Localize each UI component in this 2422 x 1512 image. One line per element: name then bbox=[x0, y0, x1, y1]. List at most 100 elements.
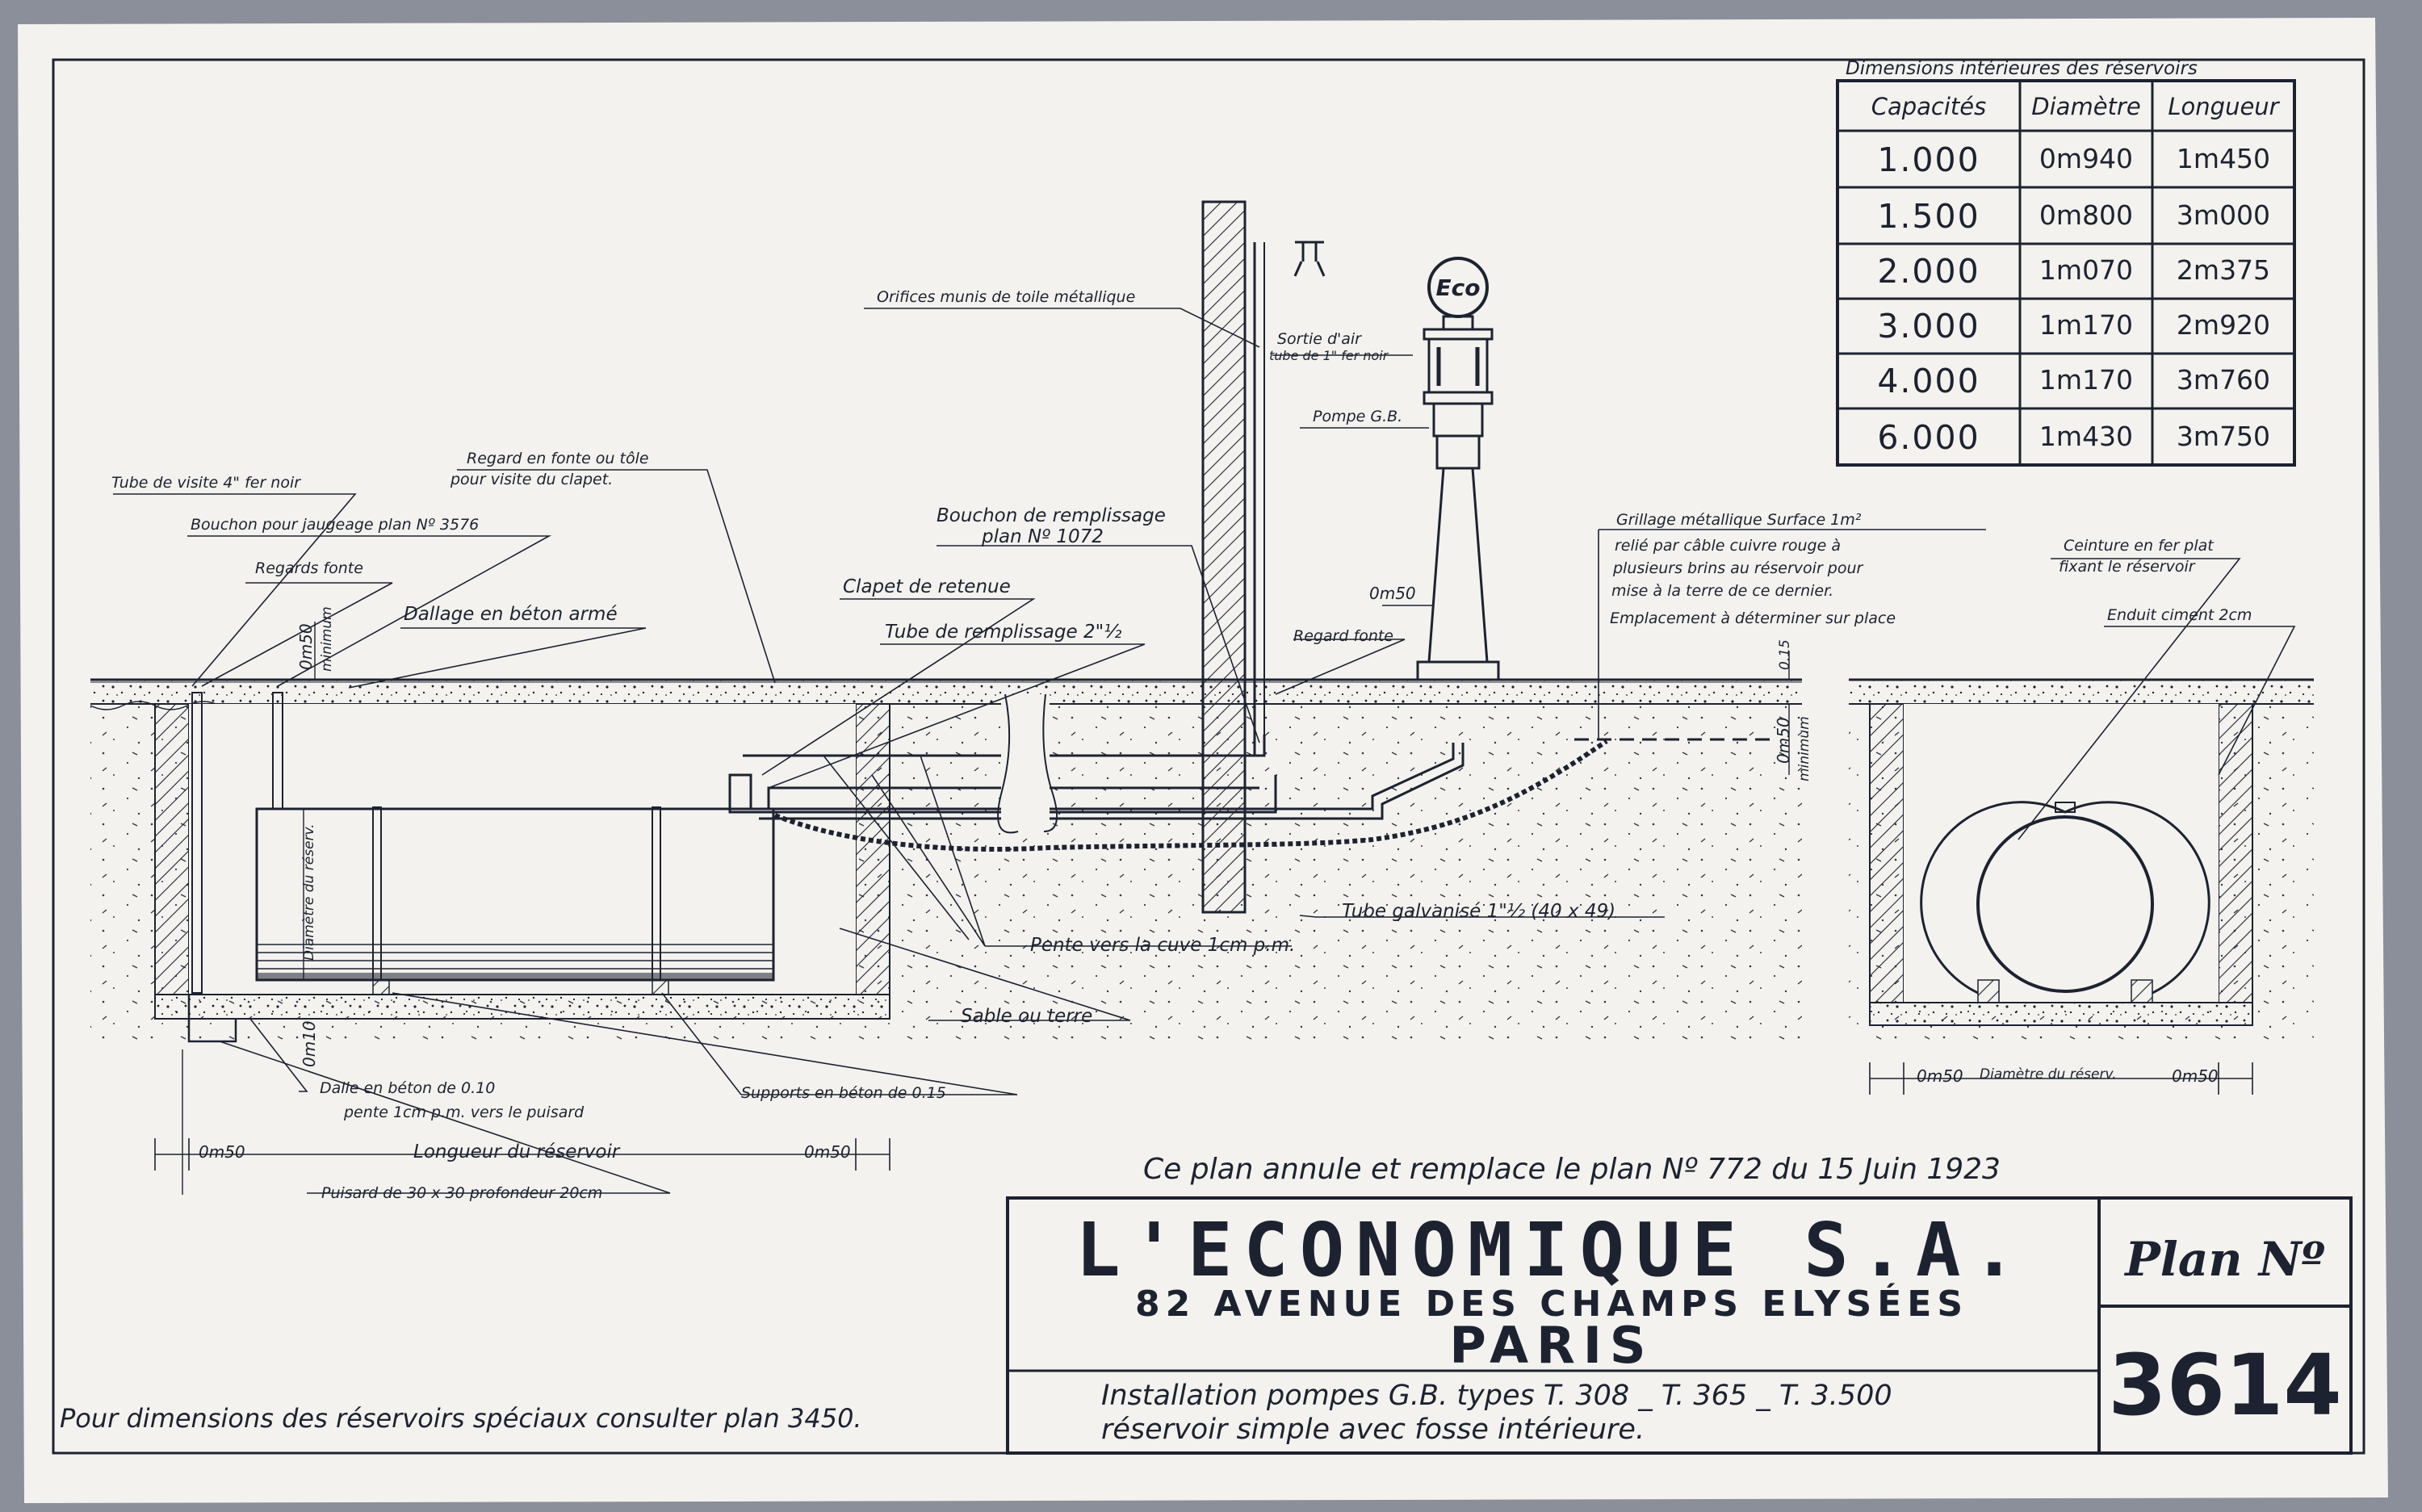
label-grillage-5: Emplacement à déterminer sur place bbox=[1610, 609, 1896, 627]
label-supports: Supports en béton de 0.15 bbox=[741, 1084, 946, 1102]
label-regard-tole-2: pour visite du clapet. bbox=[450, 471, 613, 488]
gb-pump: Eco bbox=[1416, 257, 1500, 681]
label-grillage-3: plusieurs brins au réservoir pour bbox=[1612, 559, 1864, 577]
cross-wall-right bbox=[2218, 703, 2253, 1003]
reservoir-dimensions-table: Dimensions intérieures des réservoirs Ca… bbox=[1836, 58, 2296, 467]
dim-050-pump: 0m50 bbox=[1369, 584, 1416, 603]
table-cell-longueur: 2m375 bbox=[2177, 254, 2270, 286]
installation-desc-1: Installation pompes G.B. types T. 308 _ … bbox=[1101, 1380, 1892, 1412]
air-vent-cap bbox=[1293, 241, 1326, 277]
footnote: Pour dimensions des réservoirs spéciaux … bbox=[60, 1403, 862, 1434]
table-cell-capacite: 6.000 bbox=[1877, 418, 1980, 457]
table-cell-diametre: 0m940 bbox=[2039, 143, 2133, 174]
pit-wall-left bbox=[154, 703, 190, 995]
plan-label: Plan Nº bbox=[2123, 1232, 2325, 1287]
label-longueur: Longueur du réservoir bbox=[413, 1141, 621, 1162]
table-cell-longueur: 1m450 bbox=[2177, 143, 2270, 174]
label-ceinture-2: fixant le réservoir bbox=[2059, 558, 2196, 576]
cross-wall-left bbox=[1869, 703, 1904, 1003]
table-header-longueur: Longueur bbox=[2168, 93, 2280, 120]
label-bouchon-remplissage-1: Bouchon de remplissage bbox=[937, 505, 1166, 526]
label-regard-tole-1: Regard en fonte ou tôle bbox=[467, 450, 649, 467]
cross-support bbox=[2131, 979, 2153, 1003]
table-row: 2.000 1m070 2m375 bbox=[1877, 252, 2270, 291]
label-regard-fonte: Regard fonte bbox=[1293, 627, 1393, 645]
tank-support bbox=[652, 979, 669, 995]
table-cell-diametre: 1m070 bbox=[2039, 254, 2133, 286]
eco-logo: Eco bbox=[1436, 274, 1481, 301]
cross-tank bbox=[1976, 815, 2154, 993]
installation-desc-2: réservoir simple avec fosse intérieure. bbox=[1101, 1414, 1645, 1446]
label-puisard: Puisard de 30 x 30 profondeur 20cm bbox=[321, 1184, 602, 1202]
label-grillage-1: Grillage métallique Surface 1m² bbox=[1616, 511, 1862, 529]
table-cell-diametre: 1m170 bbox=[2039, 364, 2133, 396]
table-header-diametre: Diamètre bbox=[2031, 93, 2140, 120]
table-cell-capacite: 1.500 bbox=[1877, 197, 1980, 236]
title-block: L'ECONOMIQUE S.A. 82 AVENUE DES CHAMPS E… bbox=[1006, 1196, 2353, 1455]
longitudinal-section: Eco bbox=[90, 200, 1986, 1195]
fill-pipe bbox=[728, 773, 1277, 814]
table-cell-longueur: 2m920 bbox=[2177, 309, 2270, 341]
table-cell-capacite: 1.000 bbox=[1877, 140, 1980, 179]
dim-050-top: 0m50 bbox=[296, 623, 316, 670]
label-tube-galvanise: Tube galvanisé 1"½ (40 x 49) bbox=[1342, 901, 1615, 922]
label-pente: Pente vers la cuve 1cm p.m. bbox=[1030, 935, 1295, 956]
dim-010: 0m10 bbox=[300, 1020, 319, 1067]
dim-050-cross-left: 0m50 bbox=[1917, 1066, 1963, 1086]
dim-minimum-depth: minimum bbox=[1796, 716, 1812, 781]
dim-050-left: 0m50 bbox=[199, 1142, 245, 1162]
company-city: PARIS bbox=[1449, 1316, 1653, 1375]
label-tube-visite: Tube de visite 4" fer noir bbox=[111, 474, 301, 492]
table-cell-longueur: 3m000 bbox=[2177, 199, 2270, 231]
label-sortie-air-2: tube de 1" fer noir bbox=[1269, 348, 1389, 363]
company-name: L'ECONOMIQUE S.A. bbox=[1075, 1207, 2028, 1293]
label-regards-fonte: Regards fonte bbox=[255, 559, 363, 577]
cross-section bbox=[1849, 558, 2314, 1095]
label-diametre-reserv-h: Diamètre du réserv. bbox=[1980, 1066, 2117, 1083]
label-sortie-air-1: Sortie d'air bbox=[1277, 330, 1362, 348]
table-cell-capacite: 2.000 bbox=[1877, 252, 1980, 291]
label-dalle-2: pente 1cm p.m. vers le puisard bbox=[343, 1104, 585, 1121]
label-bouchon-jaugeage: Bouchon pour jaugeage plan Nº 3576 bbox=[191, 516, 479, 534]
table-row: 1.000 0m940 1m450 bbox=[1877, 140, 2270, 179]
label-dalle-1: Dalle en béton de 0.10 bbox=[320, 1079, 495, 1097]
cross-support bbox=[1977, 979, 2000, 1003]
table-cell-diametre: 1m170 bbox=[2039, 309, 2133, 341]
dim-050-cross-right: 0m50 bbox=[2172, 1066, 2219, 1086]
tank-support bbox=[372, 979, 390, 995]
concrete-slab bbox=[90, 680, 1802, 704]
pit-interior bbox=[189, 704, 856, 995]
table-cell-capacite: 4.000 bbox=[1877, 362, 1980, 400]
table-row: 6.000 1m430 3m750 bbox=[1877, 418, 2270, 457]
label-dallage: Dallage en béton armé bbox=[404, 604, 618, 625]
label-diametre-reserv-v: Diamètre du réserv. bbox=[301, 823, 317, 961]
gauge-tube bbox=[272, 692, 283, 810]
sump bbox=[187, 995, 237, 1043]
table-cell-longueur: 3m750 bbox=[2177, 421, 2270, 452]
table-row: 1.500 0m800 3m000 bbox=[1877, 197, 2270, 236]
pit-floor-slab bbox=[154, 994, 890, 1020]
dim-050-depth: 0m50 bbox=[1774, 717, 1793, 764]
visit-tube bbox=[191, 692, 203, 994]
label-tube-remplissage: Tube de remplissage 2"½ bbox=[885, 622, 1121, 643]
label-grillage-2: relié par câble cuivre rouge à bbox=[1615, 537, 1841, 555]
table-row: 3.000 1m170 2m920 bbox=[1877, 307, 2270, 346]
label-pompe-gb: Pompe G.B. bbox=[1313, 408, 1402, 425]
galvanised-tube bbox=[759, 743, 1455, 810]
label-sable: Sable ou terre bbox=[961, 1006, 1092, 1027]
label-grillage-4: mise à la terre de ce dernier. bbox=[1611, 582, 1833, 600]
table-title: Dimensions intérieures des réservoirs bbox=[1846, 58, 2198, 79]
annule-notice: Ce plan annule et remplace le plan Nº 77… bbox=[1143, 1153, 2001, 1186]
plan-number: 3614 bbox=[2108, 1336, 2341, 1435]
table-row: 4.000 1m170 3m760 bbox=[1877, 362, 2270, 400]
dim-015: 0.15 bbox=[1777, 639, 1793, 670]
company-address: 82 AVENUE DES CHAMPS ELYSÉES bbox=[1135, 1282, 1968, 1325]
label-enduit: Enduit ciment 2cm bbox=[2107, 606, 2252, 624]
dim-050-right: 0m50 bbox=[804, 1142, 851, 1162]
table-cell-diametre: 0m800 bbox=[2039, 199, 2133, 231]
cross-floor-slab bbox=[1869, 1002, 2253, 1026]
label-orifices: Orifices munis de toile métallique bbox=[877, 288, 1135, 306]
label-ceinture-1: Ceinture en fer plat bbox=[2064, 537, 2215, 555]
label-bouchon-remplissage-2: plan Nº 1072 bbox=[981, 526, 1104, 547]
